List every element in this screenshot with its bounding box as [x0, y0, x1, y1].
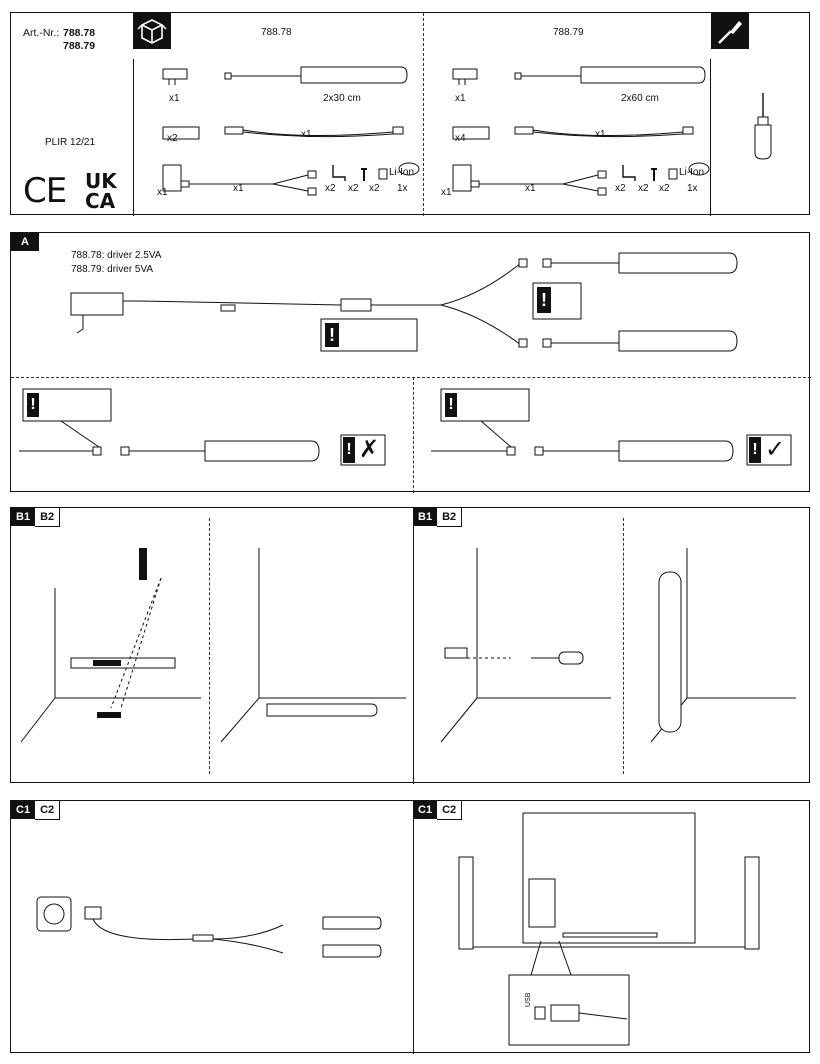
usb-label: USB [525, 992, 532, 1007]
driver-note-1: 788.78: driver 2.5VA [71, 250, 162, 261]
divider-middle [423, 13, 424, 216]
strip-length-left: 2x30 cm [323, 93, 361, 104]
art-number-2: 788.79 [63, 40, 96, 52]
qty-cable-right: x1 [595, 129, 606, 140]
qty-battery-left: 1x [397, 183, 408, 194]
driver-note-2: 788.79: driver 5VA [71, 264, 154, 275]
qty-pad-left: x2 [167, 133, 178, 144]
section-b-divider-1 [209, 518, 210, 774]
section-b-divider-2 [413, 508, 414, 784]
qty-remote-right: x1 [441, 187, 452, 198]
qty-driver-right: x1 [455, 93, 466, 104]
screwdriver-drawing [754, 93, 772, 160]
warning-icon: ! [749, 437, 761, 463]
wiring-diagram [70, 252, 738, 352]
divider-left [133, 59, 134, 216]
wrong-icon: ✗ [359, 435, 380, 463]
connection-drawing [36, 812, 760, 1046]
qty-screw-right: x2 [638, 183, 649, 194]
correct-icon: ✓ [765, 435, 786, 463]
section-c-divider [413, 801, 414, 1054]
parts-drawing-left [162, 66, 420, 196]
parts-panel: Art.-Nr.: 788.78 788.79 PLIR 12/21 CE UK… [10, 12, 810, 216]
ukca-mark-bottom: CA [85, 189, 116, 213]
section-a-divider-v [413, 377, 414, 493]
section-a-tag: A [11, 233, 39, 251]
warning-icon: ! [27, 393, 39, 417]
ukca-mark-top: UK [85, 169, 117, 193]
section-a-panel: A 788.78: driver 2.5VA 788.79: driver 5V… [10, 232, 811, 493]
qty-battery-right: 1x [687, 183, 698, 194]
parts-title-left: 788.78 [261, 27, 292, 38]
qty-splitter-right: x1 [525, 183, 536, 194]
parts-drawing-right [452, 66, 710, 196]
mounting-drawing [20, 548, 796, 743]
warning-icon: ! [343, 437, 355, 463]
section-b-divider-3 [623, 518, 624, 774]
qty-bracket-right: x2 [615, 183, 626, 194]
art-prefix: Art.-Nr.: [23, 27, 60, 39]
strip-length-right: 2x60 cm [621, 93, 659, 104]
qty-connector-right: x2 [659, 183, 670, 194]
qty-remote-left: x1 [157, 187, 168, 198]
parts-title-right: 788.79 [553, 27, 584, 38]
qty-driver-left: x1 [169, 93, 180, 104]
qty-screw-left: x2 [348, 183, 359, 194]
screwdriver-icon [711, 13, 749, 49]
box-icon [133, 13, 171, 49]
divider-right [710, 59, 711, 216]
section-a-divider [11, 377, 811, 378]
art-number-1: 788.78 [63, 27, 96, 39]
battery-label-right: Li-Ion [679, 167, 705, 178]
qty-splitter-left: x1 [233, 183, 244, 194]
qty-bracket-left: x2 [325, 183, 336, 194]
warning-icon: ! [445, 393, 457, 417]
connection-examples [19, 388, 792, 466]
qty-cable-left: x1 [301, 129, 312, 140]
qty-connector-left: x2 [369, 183, 380, 194]
warning-icon: ! [325, 323, 339, 347]
warning-icon: ! [537, 287, 551, 313]
plir-code: PLIR 12/21 [45, 137, 96, 148]
ce-mark: CE [23, 171, 67, 211]
qty-pad-right: x4 [455, 133, 466, 144]
battery-label-left: Li-Ion [389, 167, 415, 178]
